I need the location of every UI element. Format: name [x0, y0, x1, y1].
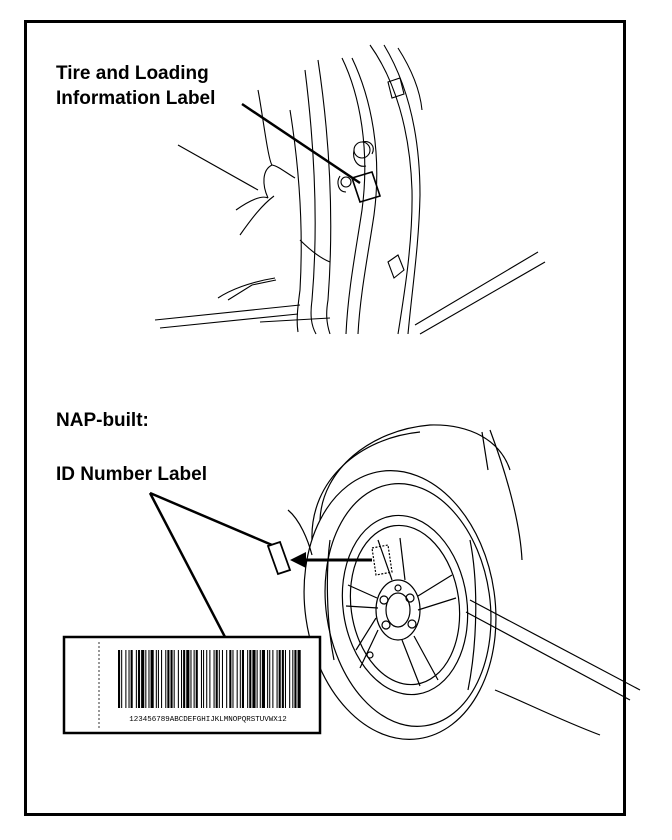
barcode-bar — [232, 650, 234, 708]
barcode-bar — [200, 650, 202, 708]
barcode-bar — [155, 650, 157, 708]
barcode-bar — [215, 650, 218, 708]
barcode-bar — [125, 650, 127, 708]
callout-tire-loading-line2: Information Label — [56, 88, 215, 109]
barcode-bar — [239, 650, 241, 708]
barcode-bar — [141, 650, 145, 708]
barcode-label: 123456789ABCDEFGHIJKLMNOPQRSTUVWX12 — [62, 635, 322, 735]
barcode-bar — [226, 650, 228, 708]
barcode-bar — [267, 650, 269, 708]
barcode-bar — [249, 650, 252, 708]
barcode-bar — [206, 650, 208, 708]
barcode-bar — [118, 650, 121, 708]
barcode-bar — [165, 650, 167, 708]
barcode-bar — [161, 650, 163, 708]
barcode-bar — [241, 650, 244, 708]
barcode-bar — [128, 650, 130, 708]
callout-tire-loading-line1: Tire and Loading — [56, 63, 209, 84]
barcode-bar — [259, 650, 261, 708]
barcode-bar — [284, 650, 286, 708]
barcode-bar — [269, 650, 271, 708]
barcode-bar — [157, 650, 159, 708]
barcode-text: 123456789ABCDEFGHIJKLMNOPQRSTUVWX12 — [129, 716, 287, 724]
barcode-bar — [173, 650, 175, 708]
barcode-bar — [281, 650, 284, 708]
barcode-bar — [167, 650, 170, 708]
barcode-bar — [145, 650, 147, 708]
barcode-bar — [183, 650, 186, 708]
barcode-bar — [195, 650, 198, 708]
barcode-bar — [177, 650, 179, 708]
barcode-bar — [170, 650, 173, 708]
barcode-bar — [209, 650, 211, 708]
barcode-bar — [252, 650, 256, 708]
barcode-bar — [294, 650, 297, 708]
wheel-illustration — [287, 424, 641, 740]
id-label-leader-lines — [148, 491, 273, 638]
label-location-arrow — [290, 552, 372, 568]
barcode-bar — [130, 650, 133, 708]
barcode-bar — [247, 650, 249, 708]
barcode-bar — [218, 650, 220, 708]
barcode-bar — [203, 650, 205, 708]
barcode-bar — [289, 650, 291, 708]
barcode-bar — [190, 650, 192, 708]
section-heading: NAP-built: — [56, 410, 149, 431]
barcode-bar — [135, 650, 137, 708]
id-label-detail — [266, 540, 292, 576]
barcode-bar — [213, 650, 215, 708]
barcode-bar — [292, 650, 294, 708]
barcode-bar — [276, 650, 278, 708]
barcode-bar — [186, 650, 190, 708]
barcode-bar — [148, 650, 150, 708]
barcode-bar — [297, 650, 301, 708]
barcode-bar — [193, 650, 195, 708]
barcode-bar — [181, 650, 183, 708]
barcode-bar — [278, 650, 281, 708]
barcode-bar — [261, 650, 265, 708]
barcode-bar — [236, 650, 238, 708]
barcode-bar — [137, 650, 141, 708]
barcode-bar — [229, 650, 232, 708]
callout-id-number-label: ID Number Label — [56, 464, 207, 485]
diagram-border — [24, 20, 626, 816]
door-pillar-illustration — [154, 44, 546, 335]
barcode-bar — [150, 650, 154, 708]
barcode-bar — [256, 650, 258, 708]
label-leader-line — [241, 102, 361, 185]
barcode-bar — [121, 650, 123, 708]
barcode-bars — [118, 650, 301, 708]
barcode-bar — [272, 650, 274, 708]
barcode-bar — [221, 650, 223, 708]
